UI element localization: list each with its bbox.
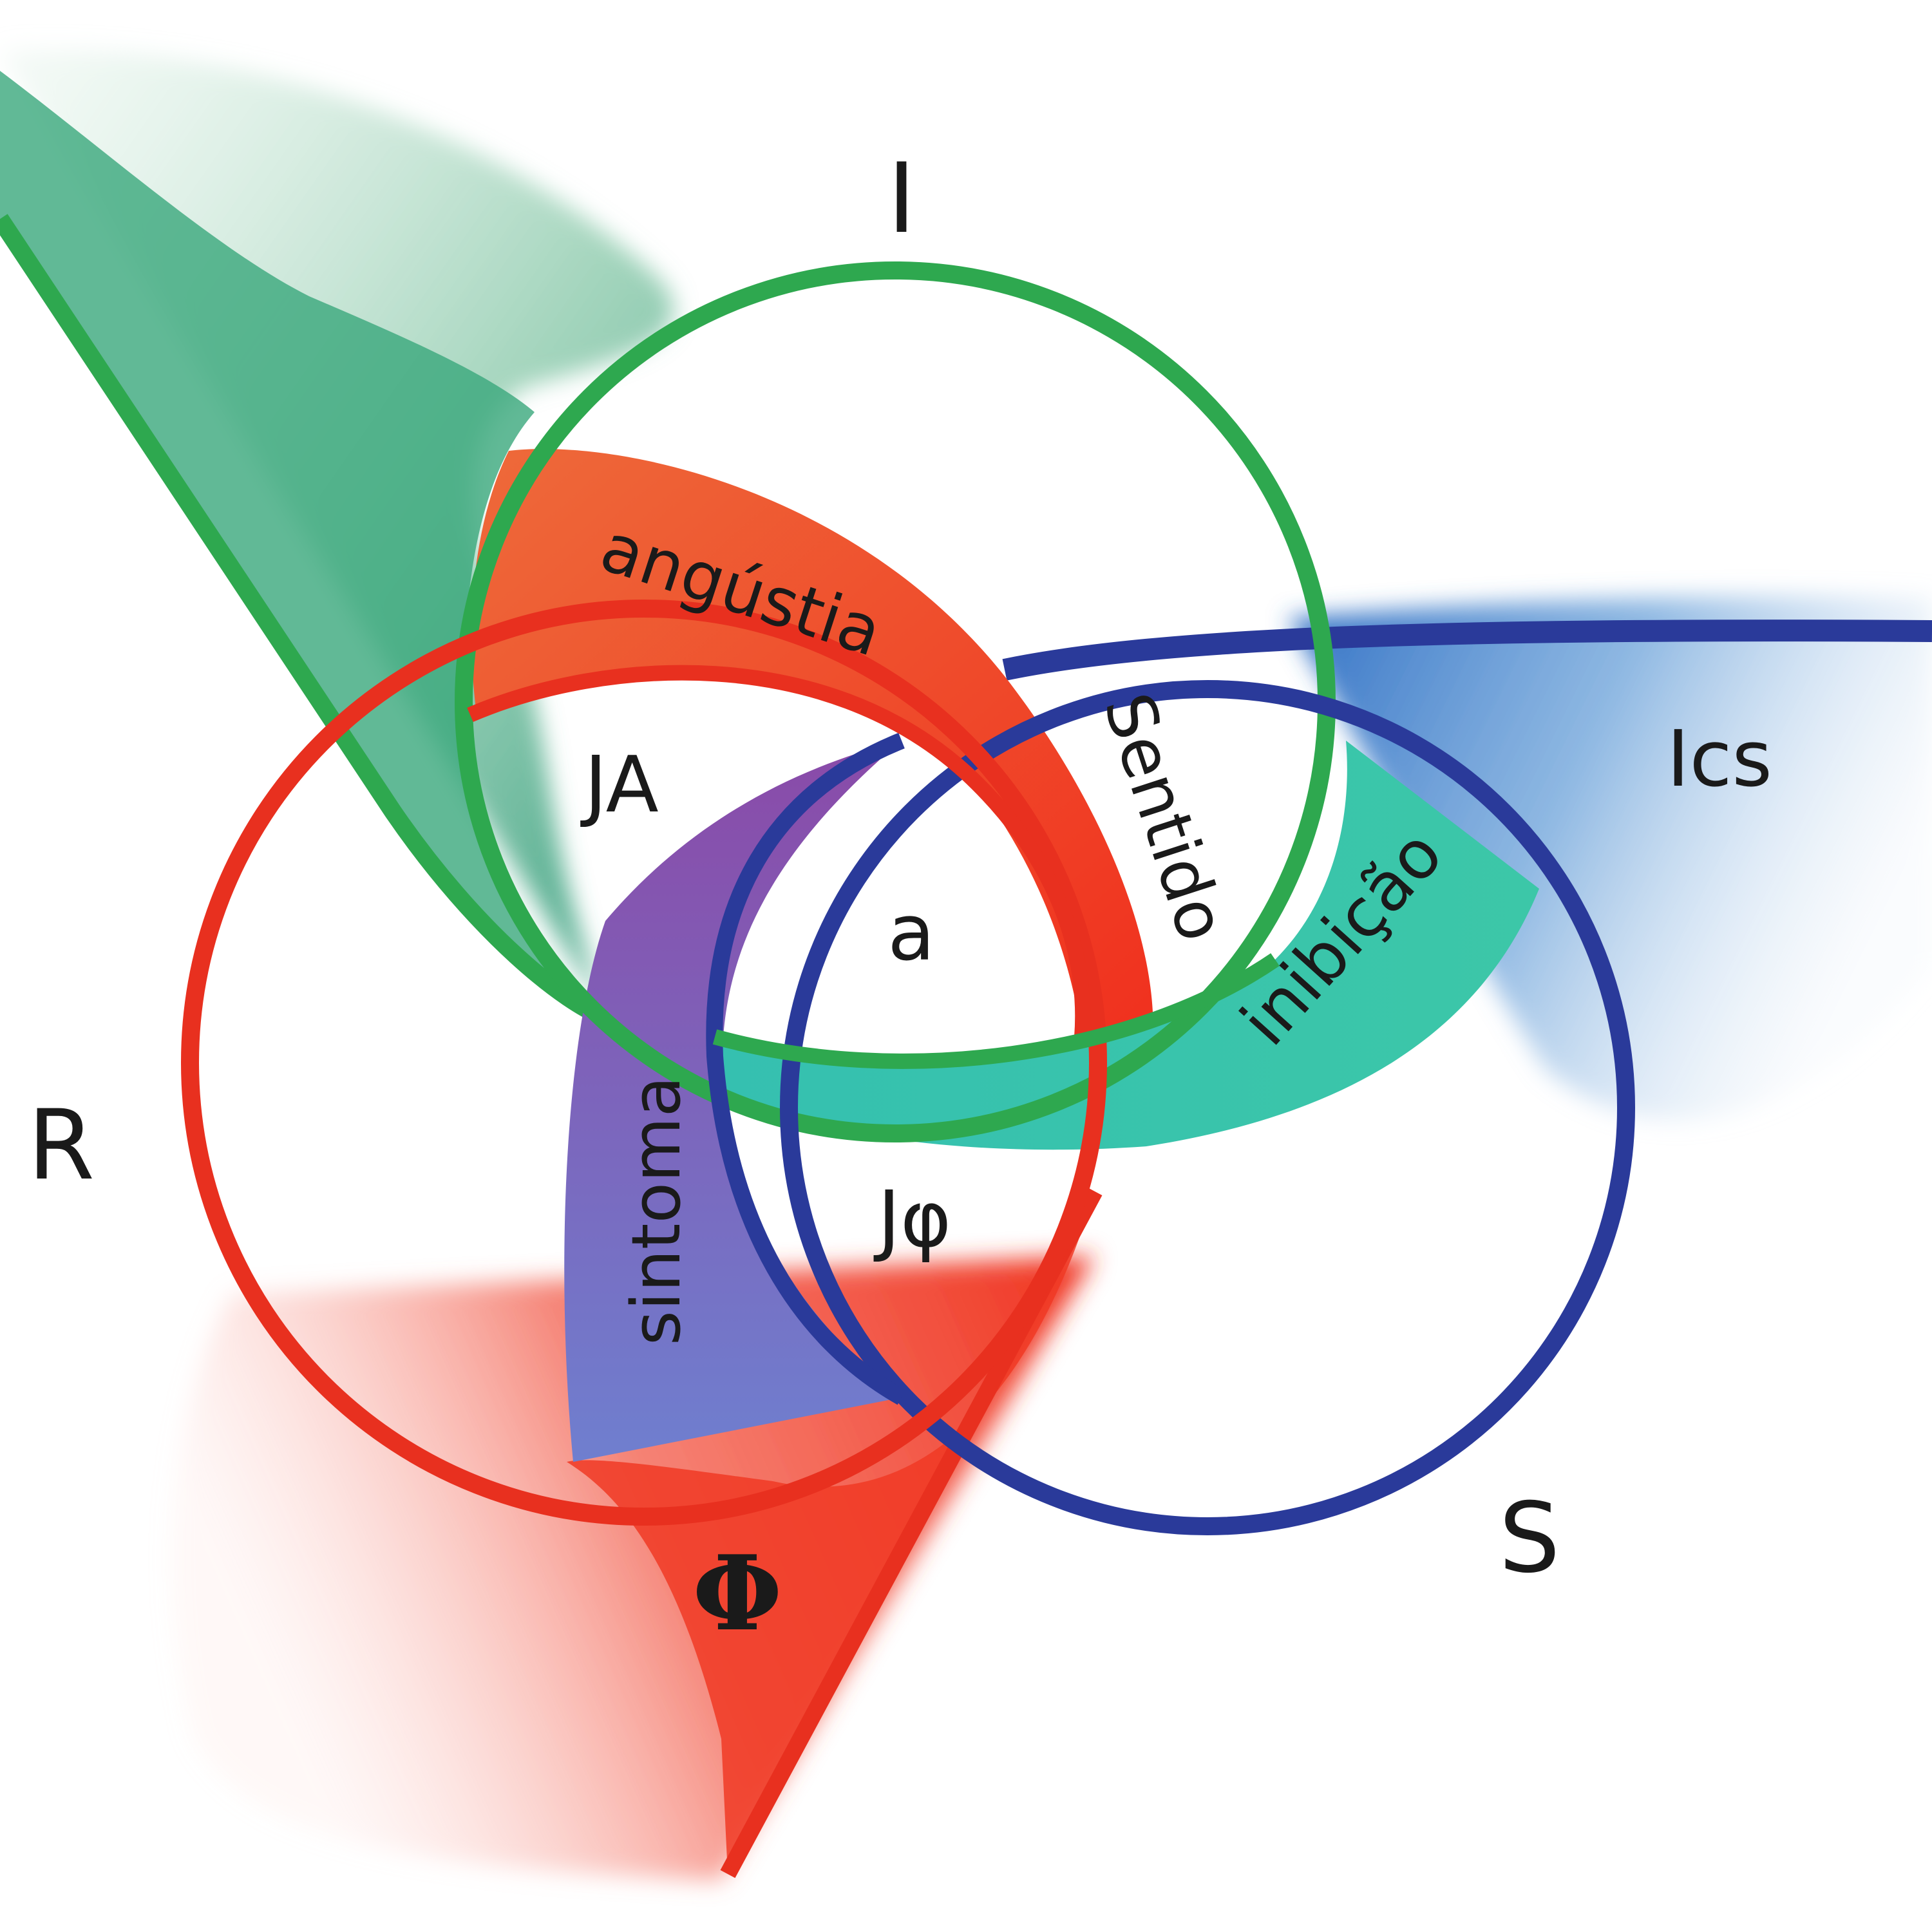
real-ring-inner-arc [467, 665, 1091, 1037]
symptom-band [564, 741, 902, 1462]
imaginary-letter: I [887, 143, 916, 255]
real-letter: R [28, 1090, 95, 1202]
phallus-label: Φ [692, 1533, 782, 1654]
real-ring [181, 600, 1107, 1526]
unconscious-label: Ics [1667, 715, 1772, 804]
symptom-label: sintoma [617, 1076, 696, 1345]
imaginary-ring-inner-arc [712, 953, 1280, 1069]
object-a-label: a [887, 889, 935, 978]
anguish-band [471, 449, 1153, 1043]
other-jouissance-label: JA [580, 741, 658, 830]
symbolic-tail [1002, 596, 1932, 1121]
symbolic-ring [780, 680, 1635, 1535]
symbolic-letter: S [1499, 1482, 1560, 1595]
phallic-jouissance-label: Jφ [873, 1175, 952, 1265]
inhibition-band [715, 741, 1539, 1150]
symbolic-ring-inner-arc [706, 732, 906, 1405]
